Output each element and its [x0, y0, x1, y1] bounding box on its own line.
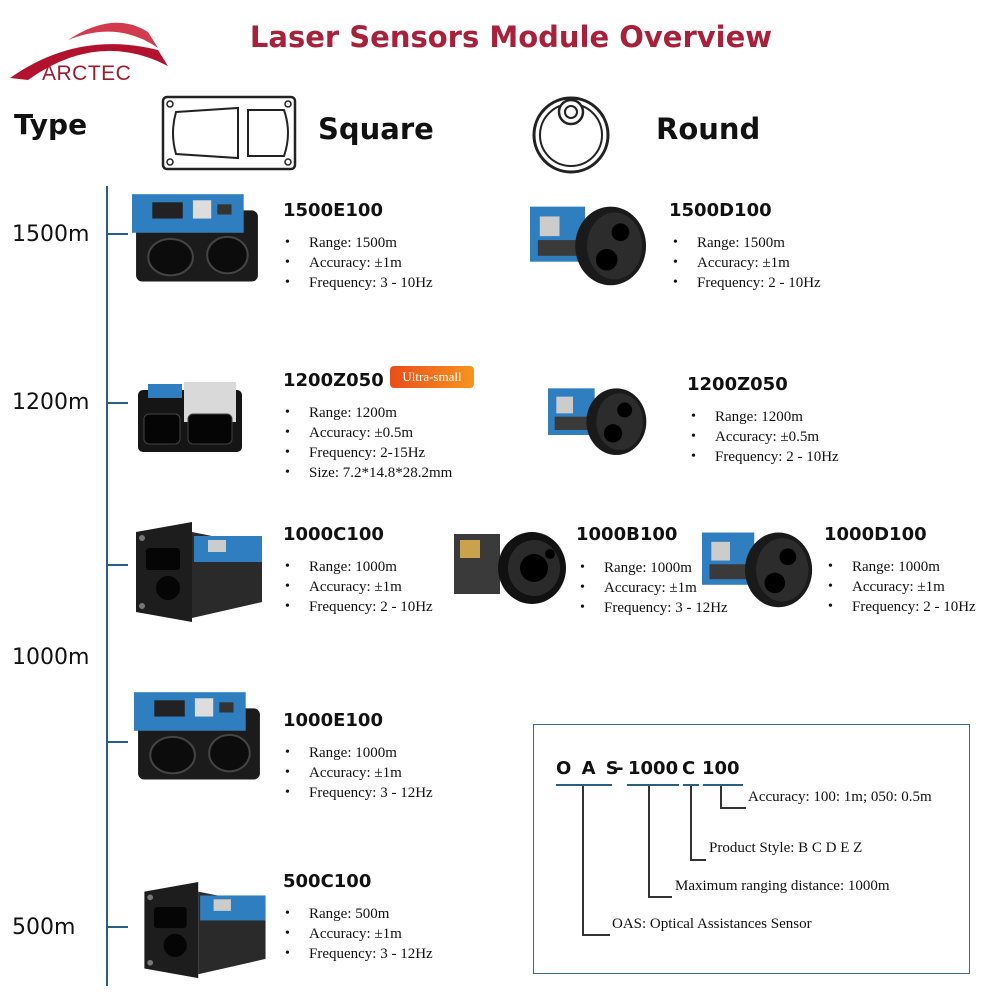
product-name-1200z050-square: 1200Z050 — [283, 370, 384, 391]
product-name-1200z050-round: 1200Z050 — [687, 374, 788, 395]
product-image-500c100 — [144, 882, 266, 979]
connector-distance-h — [648, 896, 672, 898]
connector-accuracy-v — [720, 786, 722, 808]
product-image-1000d100 — [702, 532, 813, 608]
round-module-outline-icon — [532, 96, 610, 174]
page-title: Laser Sensors Module Overview — [249, 20, 773, 54]
specs-1000b100: Range: 1000m Accuracy: ±1m Frequency: 3 … — [578, 558, 728, 618]
range-label-1500: 1500m — [12, 222, 90, 247]
code-distance: 1000 — [628, 758, 679, 779]
underline-distance — [627, 784, 679, 786]
round-label: Round — [656, 112, 761, 146]
specs-1200z050-square: Range: 1200m Accuracy: ±0.5m Frequency: … — [283, 403, 452, 483]
spec-item: Frequency: 2 - 10Hz — [671, 273, 821, 293]
ultra-small-badge: Ultra-small — [390, 366, 474, 388]
spec-item: Range: 1000m — [578, 558, 728, 578]
legend-oas: OAS: Optical Assistances Sensor — [612, 916, 812, 932]
range-label-1200: 1200m — [12, 390, 90, 415]
axis-tick-1200 — [106, 402, 128, 404]
spec-item: Accuracy: ±1m — [283, 763, 433, 783]
spec-item: Range: 500m — [283, 904, 433, 924]
spec-item: Accuracy: ±0.5m — [689, 427, 839, 447]
product-image-1000c100 — [136, 522, 262, 622]
square-module-outline-icon — [161, 95, 297, 171]
specs-1000e100: Range: 1000m Accuracy: ±1m Frequency: 3 … — [283, 743, 433, 803]
spec-item: Accuracy: ±1m — [283, 577, 433, 597]
spec-item: Range: 1500m — [671, 233, 821, 253]
spec-item: Frequency: 2 - 10Hz — [826, 597, 976, 617]
square-label: Square — [318, 112, 434, 146]
spec-item: Accuracy: ±1m — [283, 253, 433, 273]
spec-item: Accuracy: ±1m — [283, 924, 433, 944]
product-name-1500e100: 1500E100 — [283, 200, 383, 221]
legend-accuracy: Accuracy: 100: 1m; 050: 0.5m — [748, 789, 932, 805]
product-image-1000e100 — [134, 691, 261, 781]
spec-item: Size: 7.2*14.8*28.2mm — [283, 463, 452, 483]
spec-item: Range: 1000m — [826, 557, 976, 577]
specs-1200z050-round: Range: 1200m Accuracy: ±0.5m Frequency: … — [689, 407, 839, 467]
underline-accuracy — [703, 784, 743, 786]
spec-item: Accuracy: ±1m — [578, 578, 728, 598]
connector-accuracy-h — [720, 807, 746, 809]
spec-item: Frequency: 2 - 10Hz — [283, 597, 433, 617]
specs-1500e100: Range: 1500m Accuracy: ±1m Frequency: 3 … — [283, 233, 433, 293]
product-image-1500d100 — [530, 206, 647, 286]
product-name-1000c100: 1000C100 — [283, 524, 384, 545]
connector-distance-v — [648, 786, 650, 897]
connector-oas-h — [582, 934, 610, 936]
product-image-1500e100 — [132, 193, 259, 283]
spec-item: Frequency: 3 - 10Hz — [283, 273, 433, 293]
axis-tick-1000a — [106, 564, 128, 566]
product-name-1000b100: 1000B100 — [576, 524, 678, 545]
specs-1000c100: Range: 1000m Accuracy: ±1m Frequency: 2 … — [283, 557, 433, 617]
specs-1000d100: Range: 1000m Accuracy: ±1m Frequency: 2 … — [826, 557, 976, 617]
spec-item: Frequency: 3 - 12Hz — [578, 598, 728, 618]
code-oas: O A S — [556, 758, 621, 779]
product-name-1000e100: 1000E100 — [283, 710, 383, 731]
logo-text: ARCTEC — [42, 62, 132, 85]
spec-item: Frequency: 3 - 12Hz — [283, 783, 433, 803]
code-dash: - — [616, 758, 626, 779]
spec-item: Range: 1000m — [283, 743, 433, 763]
spec-item: Range: 1500m — [283, 233, 433, 253]
underline-style — [683, 784, 699, 786]
code-style: C — [682, 758, 698, 779]
spec-item: Frequency: 2-15Hz — [283, 443, 452, 463]
range-label-1000: 1000m — [12, 645, 90, 670]
model-code-legend — [533, 724, 970, 974]
range-label-500: 500m — [12, 915, 76, 940]
spec-item: Range: 1200m — [689, 407, 839, 427]
specs-500c100: Range: 500m Accuracy: ±1m Frequency: 3 -… — [283, 904, 433, 964]
specs-1500d100: Range: 1500m Accuracy: ±1m Frequency: 2 … — [671, 233, 821, 293]
axis-tick-1000b — [106, 741, 128, 743]
product-name-1000d100: 1000D100 — [824, 524, 927, 545]
axis-tick-500 — [106, 926, 128, 928]
code-accuracy: 100 — [702, 758, 740, 779]
spec-item: Accuracy: ±0.5m — [283, 423, 452, 443]
legend-style: Product Style: B C D E Z — [709, 840, 863, 856]
spec-item: Accuracy: ±1m — [826, 577, 976, 597]
spec-item: Accuracy: ±1m — [671, 253, 821, 273]
connector-style-h — [690, 859, 706, 861]
spec-item: Range: 1200m — [283, 403, 452, 423]
underline-oas — [556, 784, 612, 786]
spec-item: Frequency: 2 - 10Hz — [689, 447, 839, 467]
connector-oas-v — [582, 786, 584, 935]
product-image-1200z050-square — [138, 382, 242, 452]
product-name-1500d100: 1500D100 — [669, 200, 772, 221]
type-label: Type — [14, 108, 88, 141]
arctec-logo-icon — [10, 22, 168, 80]
spec-item: Frequency: 3 - 12Hz — [283, 944, 433, 964]
product-image-1000b100 — [454, 532, 566, 604]
legend-distance: Maximum ranging distance: 1000m — [675, 878, 890, 894]
product-image-1200z050-round — [548, 388, 647, 455]
axis-tick-1500 — [106, 233, 128, 235]
connector-style-v — [690, 786, 692, 860]
product-name-500c100: 500C100 — [283, 871, 372, 892]
spec-item: Range: 1000m — [283, 557, 433, 577]
range-axis — [106, 186, 108, 986]
